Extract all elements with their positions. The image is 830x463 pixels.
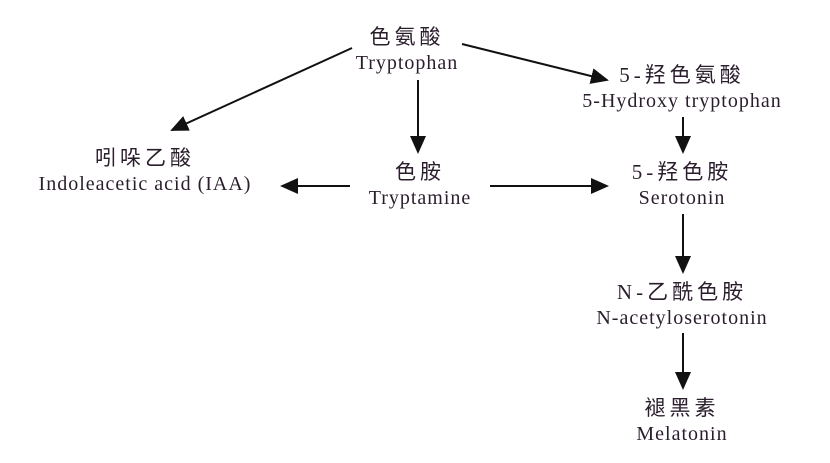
node-melatonin: 褪黑素 Melatonin bbox=[636, 395, 727, 447]
label-en: Indoleacetic acid (IAA) bbox=[38, 173, 252, 195]
node-tryptamine: 色胺 Tryptamine bbox=[369, 159, 472, 211]
label-zh: 褪黑素 bbox=[644, 396, 720, 420]
label-en: 5-Hydroxy tryptophan bbox=[582, 90, 782, 112]
label-en: Tryptophan bbox=[355, 52, 459, 74]
arrow-tryptophan-to-iaa bbox=[170, 47, 353, 131]
node-n-acetylserotonin: N-乙酰色胺 N-acetyloserotonin bbox=[596, 279, 767, 331]
arrow-tryptophan-to-5htp bbox=[461, 43, 609, 84]
node-5-hydroxytryptophan: 5-羟色氨酸 5-Hydroxy tryptophan bbox=[582, 62, 781, 114]
label-en: Serotonin bbox=[638, 187, 726, 209]
node-tryptophan: 色氨酸 Tryptophan bbox=[356, 24, 459, 76]
label-zh: 5-羟色氨酸 bbox=[619, 63, 745, 87]
label-zh: N-乙酰色胺 bbox=[616, 280, 748, 304]
label-en: Melatonin bbox=[636, 423, 728, 445]
label-zh: 色氨酸 bbox=[369, 25, 445, 49]
label-en: N-acetyloserotonin bbox=[596, 307, 768, 329]
label-zh: 色胺 bbox=[394, 160, 445, 184]
node-serotonin: 5-羟色胺 Serotonin bbox=[632, 159, 733, 211]
label-en: Tryptamine bbox=[368, 187, 472, 209]
node-iaa: 吲哚乙酸 Indoleacetic acid (IAA) bbox=[39, 145, 252, 197]
label-zh: 5-羟色胺 bbox=[631, 160, 733, 184]
label-zh: 吲哚乙酸 bbox=[95, 146, 195, 170]
